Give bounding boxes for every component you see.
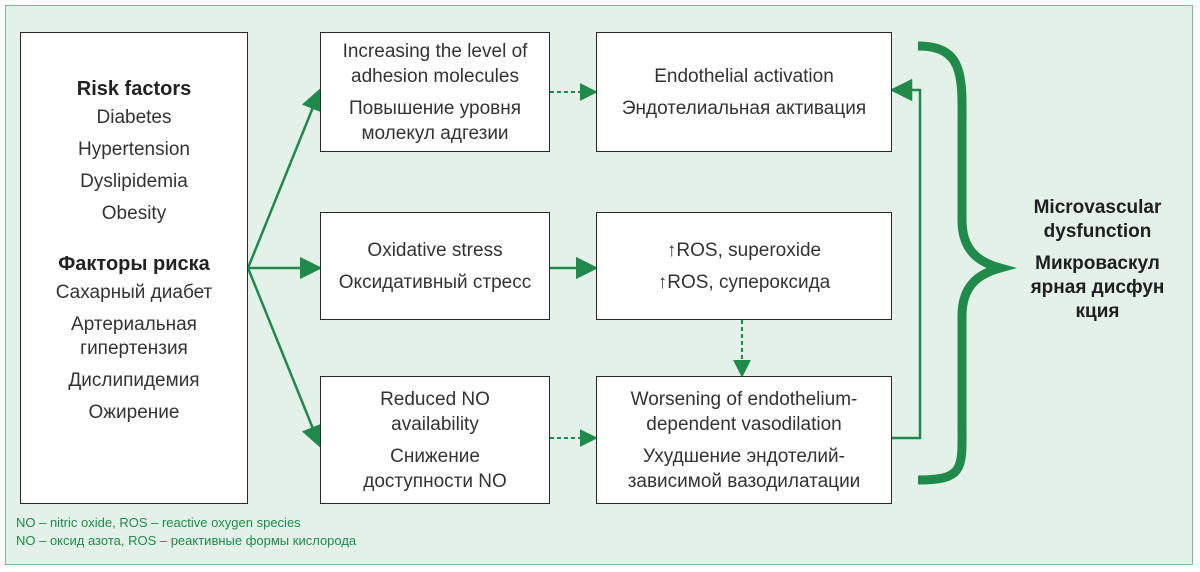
- risk-item-ru-obesity: Ожирение: [88, 402, 180, 423]
- arrow-risk-to-adhesion: [246, 87, 323, 269]
- risk-item-en-obesity: Obesity: [101, 203, 167, 224]
- arrow-vasodilation-to-endothelial: [889, 78, 922, 440]
- footnote-ru: NO – оксид азота, ROS – реактивные формы…: [16, 533, 357, 548]
- adhesion-text-en: Increasing the level of adhesion molecul…: [342, 40, 528, 87]
- risk-item-ru-diabetes: Сахарный диабет: [55, 282, 213, 303]
- oxidative-stress-box: Oxidative stress Оксидативный стресс: [320, 212, 550, 320]
- ros-box: ↑ROS, superoxide ↑ROS, супероксида: [596, 212, 892, 320]
- microvascular-dysfunction-label: Microvascular dysfunction Микроваскулярн…: [1010, 196, 1185, 324]
- endothelial-text-ru: Эндотелиальная активация: [621, 97, 867, 119]
- ros-text-ru: ↑ROS, супероксида: [657, 271, 831, 293]
- outcome-brace: [917, 41, 1018, 485]
- risk-item-ru-dyslipidemia: Дислипидемия: [68, 370, 200, 391]
- footnote-en: NO – nitric oxide, ROS – reactive oxygen…: [16, 515, 301, 530]
- oxidative-text-en: Oxidative stress: [367, 239, 503, 261]
- risk-factors-title-ru: Факторы риска: [58, 253, 210, 275]
- risk-item-en-diabetes: Diabetes: [96, 107, 172, 128]
- risk-factors-box: Risk factors Diabetes Hypertension Dysli…: [20, 32, 248, 504]
- vasodilation-box: Worsening of endothelium-dependent vasod…: [596, 376, 892, 504]
- reduced-no-box: Reduced NO availability Снижение доступн…: [320, 376, 550, 504]
- outcome-text-en: Microvascular dysfunction: [1033, 197, 1162, 242]
- arrow-risk-to-no: [246, 267, 323, 449]
- adhesion-molecules-box: Increasing the level of adhesion molecul…: [320, 32, 550, 152]
- oxidative-text-ru: Оксидативный стресс: [338, 271, 532, 293]
- risk-item-en-hypertension: Hypertension: [78, 139, 190, 160]
- endothelial-text-en: Endothelial activation: [654, 65, 834, 87]
- adhesion-text-ru: Повышение уровня молекул адгезии: [348, 97, 522, 144]
- footnote: NO – nitric oxide, ROS – reactive oxygen…: [16, 514, 356, 550]
- ros-text-en: ↑ROS, superoxide: [666, 239, 822, 261]
- no-text-en: Reduced NO availability: [380, 388, 490, 435]
- risk-factors-title-en: Risk factors: [76, 78, 192, 100]
- vasodilation-text-ru: Ухудшение эндотелий-зависимой вазодилата…: [627, 445, 861, 492]
- outcome-text-ru: Микроваскулярная дисфункция: [1030, 253, 1165, 322]
- no-text-ru: Снижение доступности NO: [363, 445, 507, 492]
- endothelial-activation-box: Endothelial activation Эндотелиальная ак…: [596, 32, 892, 152]
- risk-item-ru-hypertension: Артериальная гипертензия: [71, 314, 197, 359]
- vasodilation-text-en: Worsening of endothelium-dependent vasod…: [630, 388, 858, 435]
- risk-item-en-dyslipidemia: Dyslipidemia: [80, 171, 188, 192]
